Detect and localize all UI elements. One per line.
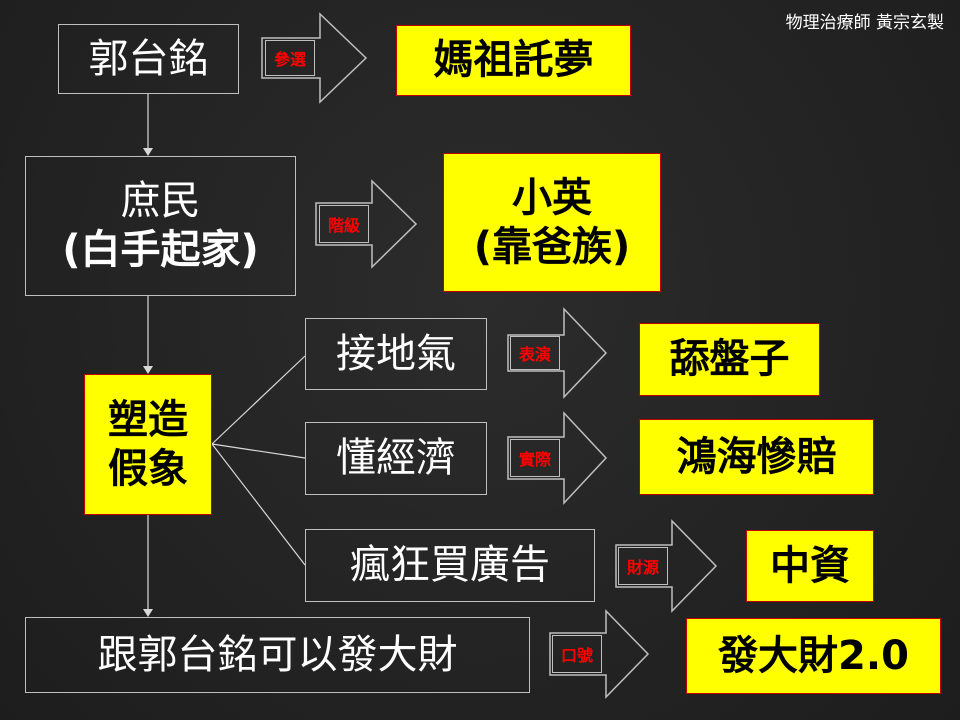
ads-text: 瘋狂買廣告 bbox=[350, 542, 550, 589]
china-text: 中資 bbox=[770, 542, 850, 589]
economy-text: 懂經濟 bbox=[336, 435, 456, 482]
rich-text: 跟郭台銘可以發大財 bbox=[97, 631, 458, 678]
arrow-funds bbox=[615, 519, 718, 613]
ing-line1: 小英 bbox=[512, 174, 592, 221]
image-box: 塑造 假象 bbox=[84, 374, 212, 515]
ing-box: 小英 (靠爸族) bbox=[443, 153, 661, 292]
label-slogan: 口號 bbox=[552, 635, 602, 673]
label-act: 表演 bbox=[510, 336, 560, 370]
commoner-line2: (白手起家) bbox=[62, 227, 259, 273]
mazu-box: 媽祖託夢 bbox=[396, 25, 631, 96]
china-box: 中資 bbox=[746, 530, 874, 602]
label-run: 參選 bbox=[265, 40, 315, 76]
economy-box: 懂經濟 bbox=[305, 422, 487, 495]
rich-box: 跟郭台銘可以發大財 bbox=[25, 617, 530, 693]
arrow-run bbox=[261, 12, 368, 104]
hon-box: 鴻海慘賠 bbox=[639, 419, 874, 495]
author-credit: 物理治療師 黃宗玄製 bbox=[785, 13, 944, 33]
label-funds: 財源 bbox=[618, 547, 668, 585]
ads-box: 瘋狂買廣告 bbox=[305, 529, 595, 602]
commoner-box: 庶民 (白手起家) bbox=[25, 156, 296, 296]
image-line2: 假象 bbox=[108, 445, 188, 492]
rich2-text: 發大財2.0 bbox=[718, 632, 909, 679]
hon-text: 鴻海慘賠 bbox=[676, 433, 837, 480]
guo-box: 郭台銘 bbox=[58, 24, 239, 94]
arrow-real bbox=[507, 411, 608, 505]
label-class: 階級 bbox=[319, 205, 369, 243]
grounded-text: 接地氣 bbox=[336, 330, 456, 377]
arrow-slogan bbox=[549, 609, 650, 699]
image-line1: 塑造 bbox=[108, 396, 188, 443]
grounded-box: 接地氣 bbox=[305, 318, 487, 390]
guo-text: 郭台銘 bbox=[88, 35, 209, 82]
commoner-line1: 庶民 bbox=[120, 178, 201, 225]
label-real: 實際 bbox=[510, 439, 560, 477]
arrow-class bbox=[315, 179, 418, 269]
arrow-act bbox=[507, 307, 608, 399]
ing-line2: (靠爸族) bbox=[473, 223, 631, 270]
lick-box: 舔盤子 bbox=[639, 323, 820, 396]
lick-text: 舔盤子 bbox=[669, 336, 790, 383]
rich2-box: 發大財2.0 bbox=[686, 618, 941, 694]
mazu-text: 媽祖託夢 bbox=[433, 37, 594, 84]
